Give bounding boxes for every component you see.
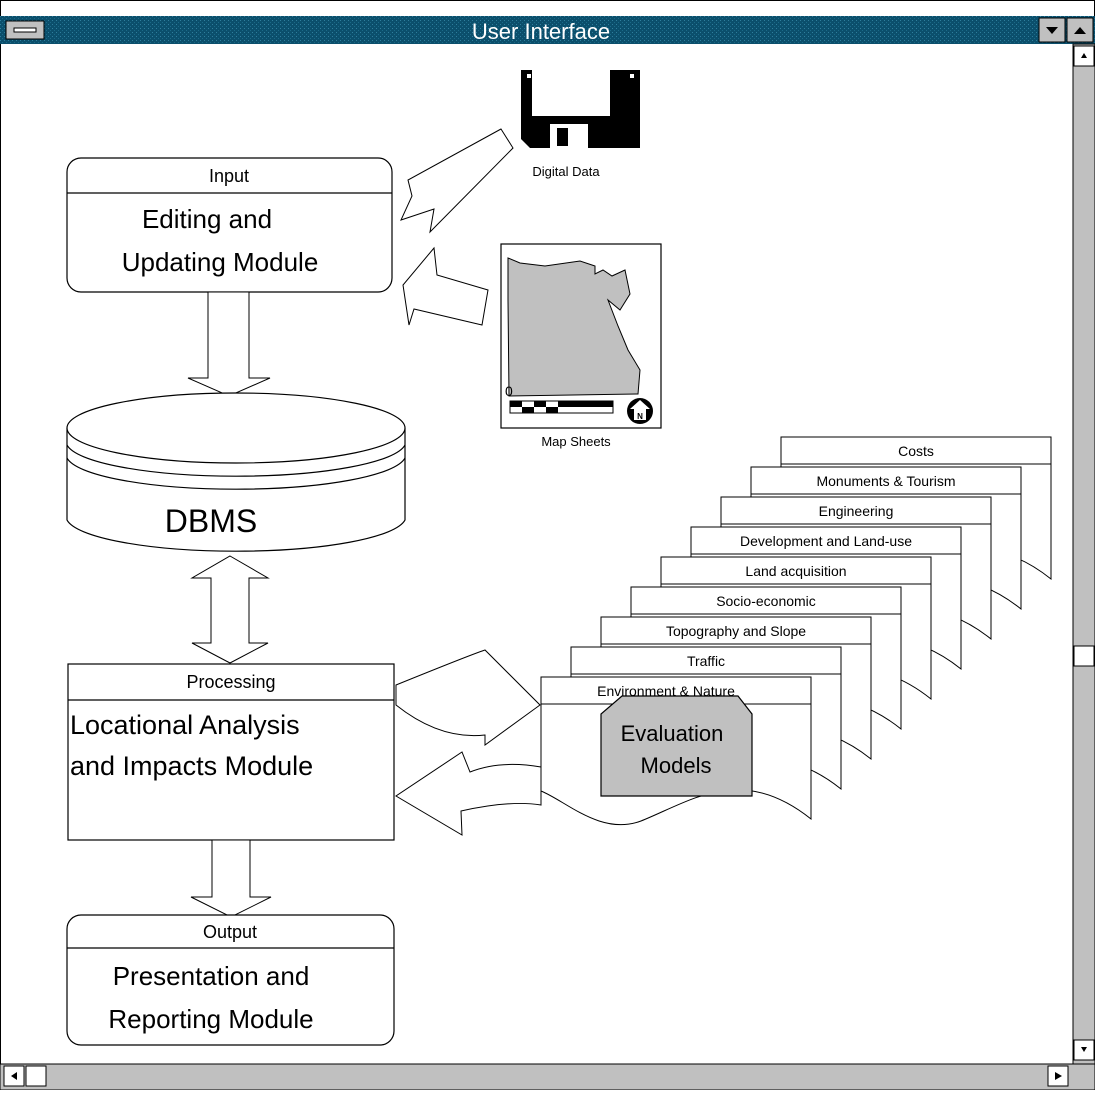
sheet-title-8: Environment & Nature — [597, 683, 735, 699]
processing-header: Processing — [186, 672, 275, 692]
output-header: Output — [203, 922, 257, 942]
processing-body-line2: and Impacts Module — [70, 751, 313, 781]
digital-data-arrow — [400, 128, 514, 234]
scroll-up-icon — [1081, 53, 1087, 58]
evaluation-models-line2: Models — [641, 753, 712, 778]
sheet-title-3: Development and Land-use — [740, 533, 912, 549]
window-title: User Interface — [472, 19, 610, 44]
evaluation-models-line1: Evaluation — [621, 721, 724, 746]
processing-module: Processing Locational Analysis and Impac… — [67, 663, 395, 841]
dbms-processing-arrow — [190, 555, 270, 664]
sheet-title-7: Traffic — [687, 653, 725, 669]
map-sheet: 0 N — [500, 243, 662, 429]
processing-to-output-arrow — [190, 839, 272, 918]
sheet-title-5: Socio-economic — [716, 593, 816, 609]
sheet-title-4: Land acquisition — [745, 563, 846, 579]
dbms-label: DBMS — [165, 503, 257, 539]
sheet-title-1: Monuments & Tourism — [816, 473, 955, 489]
input-body-line1: Editing and — [142, 204, 272, 234]
digital-data-label: Digital Data — [532, 164, 600, 179]
output-body-line1: Presentation and — [113, 961, 310, 991]
output-body-line2: Reporting Module — [108, 1004, 313, 1034]
horizontal-scrollbar[interactable] — [0, 1063, 1095, 1091]
input-header: Input — [209, 166, 249, 186]
map-scale-zero: 0 — [505, 383, 513, 399]
processing-box — [67, 663, 395, 841]
vertical-scrollbar[interactable] — [1072, 43, 1095, 1065]
evaluation-models-box — [600, 695, 753, 797]
input-module: Input Editing and Updating Module — [66, 157, 393, 293]
horizontal-scroll-thumb[interactable] — [25, 1065, 47, 1087]
title-bar[interactable] — [0, 16, 1095, 44]
map-sheets-label: Map Sheets — [541, 434, 611, 449]
map-scale-bar — [509, 400, 614, 414]
maximize-icon — [1074, 27, 1086, 34]
map-shape — [507, 257, 641, 397]
input-body-line2: Updating Module — [122, 247, 319, 277]
dbms-cylinder — [66, 392, 406, 552]
vertical-scroll-thumb[interactable] — [1073, 645, 1095, 667]
processing-body-line1: Locational Analysis — [70, 710, 300, 740]
minimize-icon — [1046, 27, 1058, 34]
sheet-title-6: Topography and Slope — [666, 623, 806, 639]
scroll-left-icon — [11, 1072, 17, 1080]
system-menu-icon — [13, 27, 37, 33]
processing-to-models-arrow — [395, 649, 541, 746]
map-sheets-arrow — [402, 246, 489, 326]
north-letter: N — [637, 412, 643, 421]
scroll-down-icon — [1081, 1047, 1087, 1052]
scroll-right-icon — [1055, 1072, 1062, 1080]
output-module: Output Presentation and Reporting Module — [66, 914, 395, 1046]
floppy-disk-icon — [521, 70, 640, 148]
models-to-processing-arrow — [395, 751, 542, 836]
sheet-title-0: Costs — [898, 443, 934, 459]
sheet-title-2: Engineering — [819, 503, 894, 519]
input-to-dbms-arrow — [187, 291, 271, 397]
